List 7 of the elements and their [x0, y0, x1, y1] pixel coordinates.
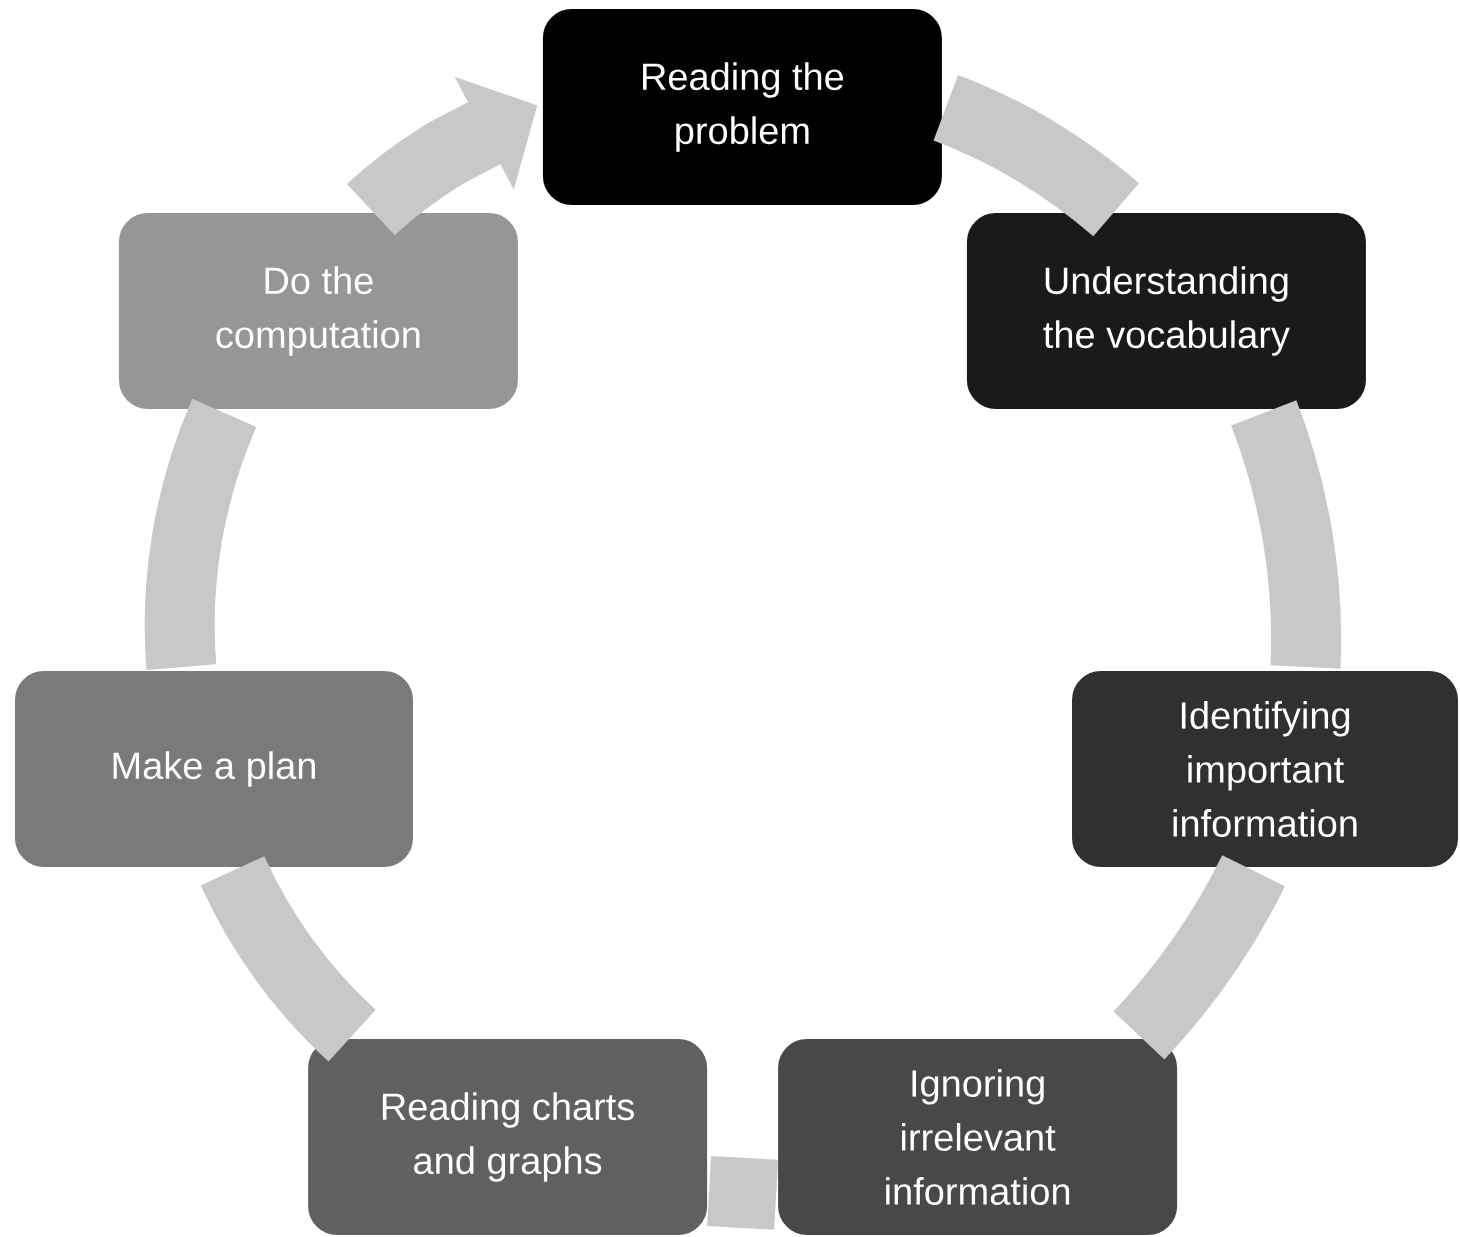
step-box: Reading charts and graphs	[306, 1037, 710, 1237]
step-box: Do the computation	[116, 211, 520, 411]
step-box: Ignoring irrelevant information	[776, 1037, 1180, 1237]
step-box: Reading the problem	[540, 7, 944, 207]
step-box: Make a plan	[13, 669, 415, 869]
step-box: Understanding the vocabulary	[964, 211, 1368, 411]
step-box: Identifying important information	[1070, 669, 1460, 869]
